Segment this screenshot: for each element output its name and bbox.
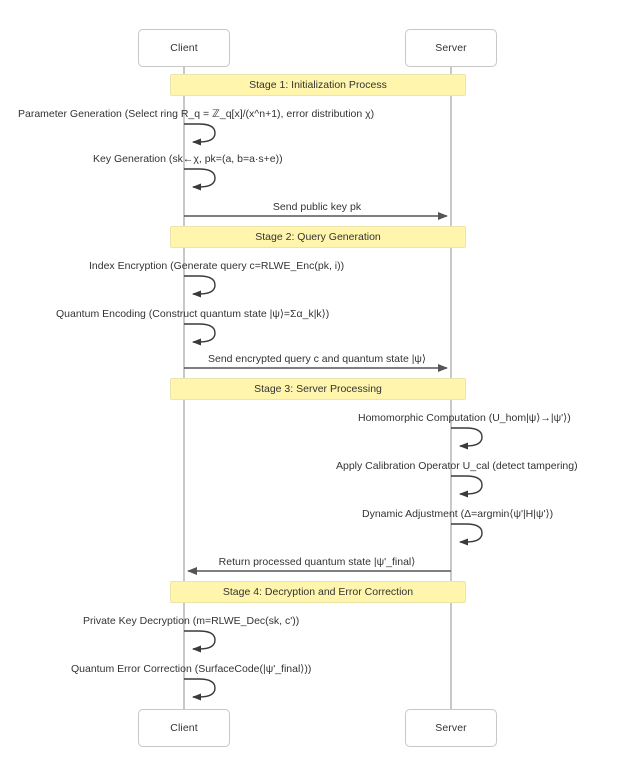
- stage-bar-2[interactable]: Stage 2: Query Generation: [170, 226, 466, 248]
- stage-label-1: Stage 1: Initialization Process: [249, 79, 387, 91]
- message-label-private-key-decryption: Private Key Decryption (m=RLWE_Dec(sk, c…: [83, 615, 300, 627]
- message-label-parameter-generation: Parameter Generation (Select ring R_q = …: [18, 108, 375, 120]
- actor-box-server-top[interactable]: Server: [405, 29, 497, 67]
- stage-bar-1[interactable]: Stage 1: Initialization Process: [170, 74, 466, 96]
- message-label-send-public-key: Send public key pk: [272, 201, 362, 213]
- message-label-quantum-encoding: Quantum Encoding (Construct quantum stat…: [56, 308, 330, 320]
- self-loop-dynamic-adjustment: [451, 523, 483, 546]
- actor-box-client-top[interactable]: Client: [138, 29, 230, 67]
- stage-bar-4[interactable]: Stage 4: Decryption and Error Correction: [170, 581, 466, 603]
- stage-label-3: Stage 3: Server Processing: [254, 383, 382, 395]
- message-label-homomorphic-computation: Homomorphic Computation (U_hom|ψ⟩→|ψ'⟩): [358, 412, 571, 424]
- self-loop-quantum-error-correction: [184, 678, 216, 701]
- actor-box-server-bottom[interactable]: Server: [405, 709, 497, 747]
- cross-messages: [184, 212, 451, 575]
- self-loop-homomorphic-computation: [451, 427, 483, 450]
- self-loop-quantum-encoding: [184, 323, 216, 346]
- actor-box-client-bottom[interactable]: Client: [138, 709, 230, 747]
- stage-label-4: Stage 4: Decryption and Error Correction: [222, 586, 414, 598]
- stage-label-2: Stage 2: Query Generation: [255, 231, 381, 243]
- stage-bar-3[interactable]: Stage 3: Server Processing: [170, 378, 466, 400]
- actor-label-server-bottom: Server: [435, 722, 467, 734]
- message-label-send-encrypted-query: Send encrypted query c and quantum state…: [207, 353, 427, 365]
- actor-label-client-bottom: Client: [170, 722, 198, 734]
- self-loops-client: [184, 123, 216, 701]
- self-loop-key-generation: [184, 168, 216, 191]
- message-label-calibration-operator: Apply Calibration Operator U_cal (detect…: [336, 460, 578, 472]
- message-label-dynamic-adjustment: Dynamic Adjustment (Δ=argmin⟨ψ'|H|ψ'⟩): [362, 508, 554, 520]
- actor-label-server-top: Server: [435, 42, 467, 54]
- message-label-key-generation: Key Generation (sk←χ, pk=(a, b=a·s+e)): [93, 153, 283, 165]
- self-loop-parameter-generation: [184, 123, 216, 146]
- message-label-index-encryption: Index Encryption (Generate query c=RLWE_…: [89, 260, 345, 272]
- self-loops-server: [451, 427, 483, 546]
- actor-label-client-top: Client: [170, 42, 198, 54]
- self-loop-calibration-operator: [451, 475, 483, 498]
- self-loop-index-encryption: [184, 275, 216, 298]
- message-label-return-processed-state: Return processed quantum state |ψ'_final…: [218, 556, 416, 568]
- message-label-quantum-error-correction: Quantum Error Correction (SurfaceCode(|ψ…: [71, 663, 312, 675]
- self-loop-private-key-decryption: [184, 630, 216, 653]
